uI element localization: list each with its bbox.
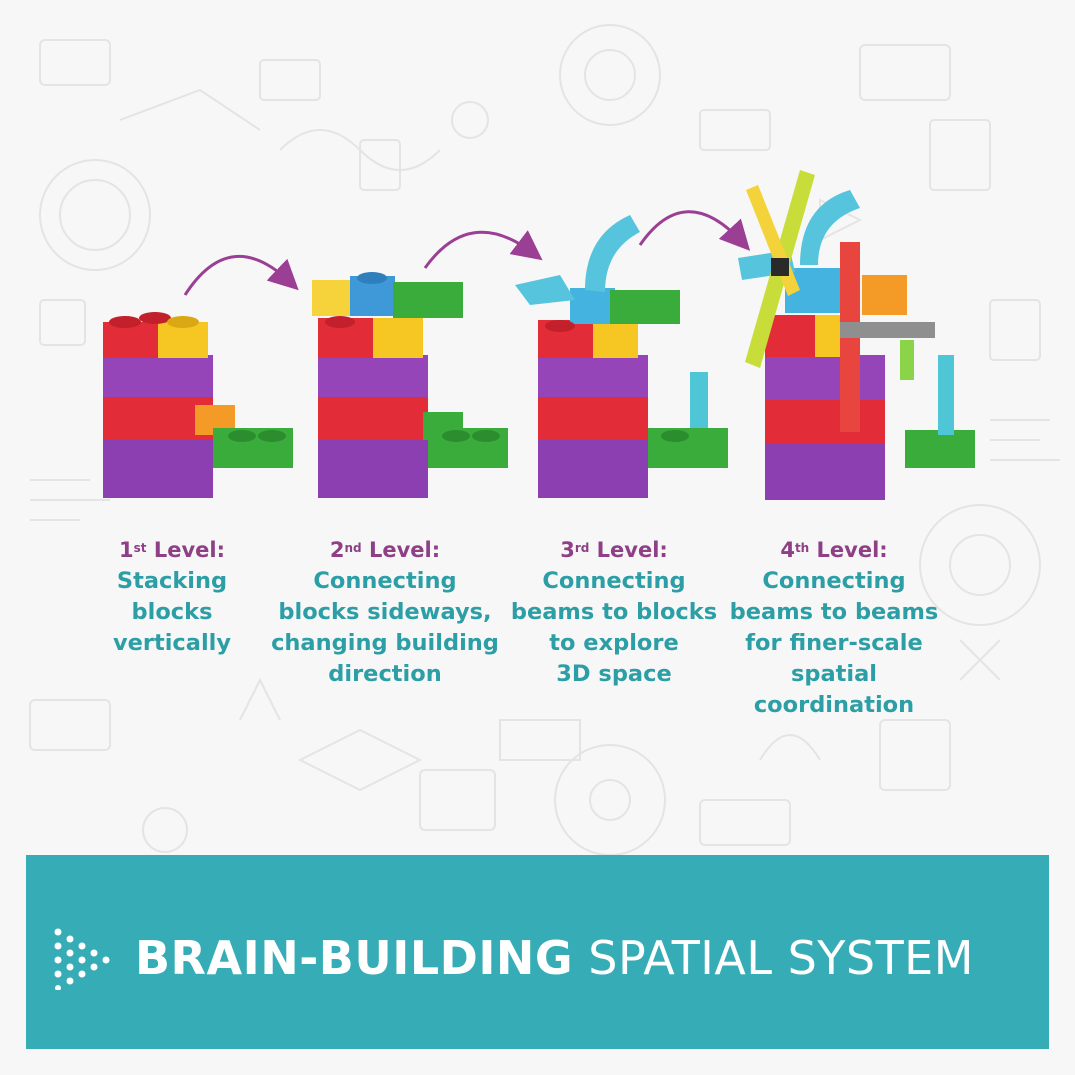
arrow-2-to-3 — [423, 230, 543, 269]
arrow-3-to-4 — [638, 210, 751, 251]
block-models — [103, 170, 975, 500]
level-4-model — [738, 170, 975, 500]
arrow-1-to-2 — [183, 254, 299, 296]
level-2-description: Connecting blocks sideways, changing bui… — [271, 568, 499, 687]
level-4-description: Connecting beams to beams for finer-scal… — [729, 568, 939, 718]
level-1-title: 1st Level: — [119, 538, 225, 562]
dotted-chevron-icon — [54, 928, 110, 990]
level-2-caption: 2nd Level: Connecting blocks sideways, c… — [270, 535, 500, 690]
bottom-banner — [26, 855, 1049, 1049]
level-2-title: 2nd Level: — [329, 538, 441, 562]
level-4-caption: 4th Level: Connecting beams to beams for… — [719, 535, 949, 721]
level-1-model — [103, 312, 293, 498]
level-3-title: 3rd Level: — [560, 538, 668, 562]
level-4-title: 4th Level: — [780, 538, 888, 562]
banner-title-light: SPATIAL SYSTEM — [573, 931, 974, 985]
levels-section: 1st Level: Stacking blocks vertically 2n… — [0, 535, 1075, 735]
level-1-caption: 1st Level: Stacking blocks vertically — [57, 535, 287, 659]
banner-title: BRAIN-BUILDING SPATIAL SYSTEM — [135, 928, 974, 988]
level-3-description: Connecting beams to blocks to explore 3D… — [510, 568, 718, 687]
level-2-model — [312, 272, 508, 498]
banner-title-bold: BRAIN-BUILDING — [135, 931, 574, 985]
level-3-caption: 3rd Level: Connecting beams to blocks to… — [499, 535, 729, 690]
level-3-model — [515, 215, 728, 498]
level-1-description: Stacking blocks vertically — [112, 568, 232, 656]
doodle-background — [29, 24, 1060, 855]
